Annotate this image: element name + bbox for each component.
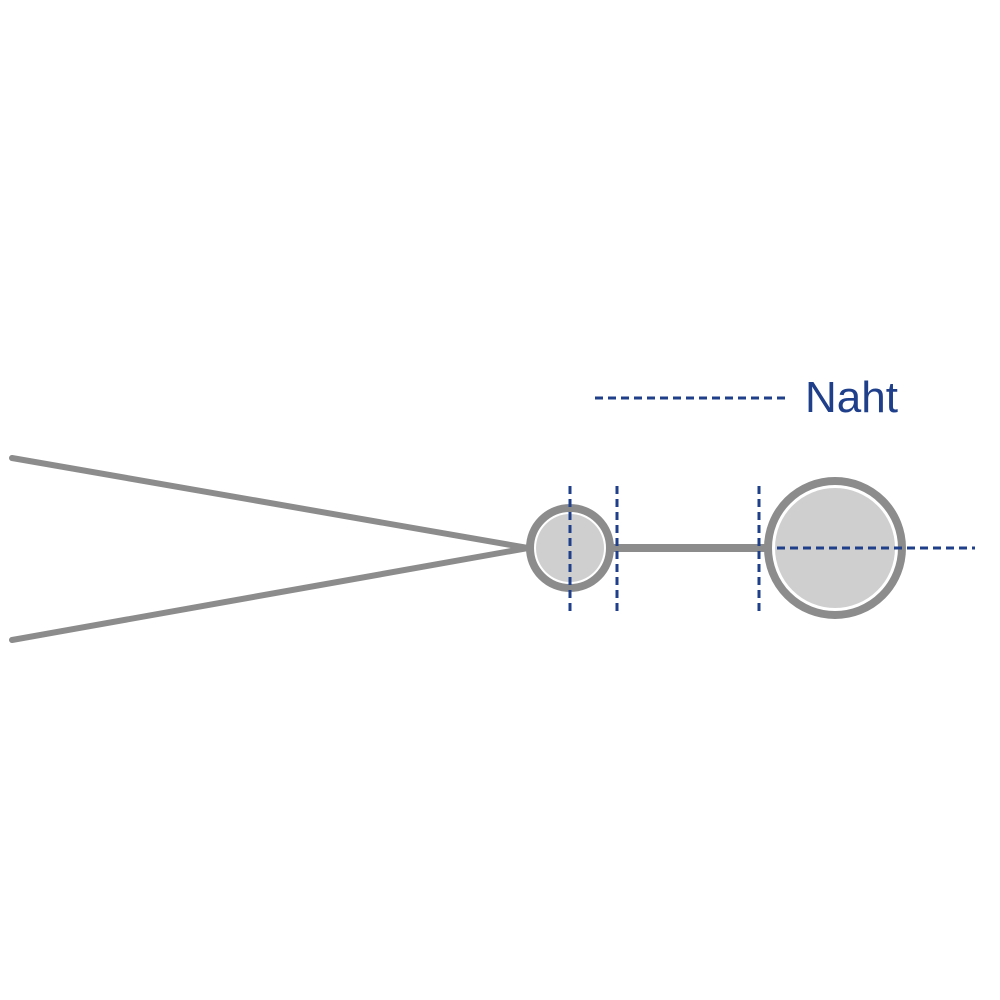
lower-leg-line xyxy=(9,545,531,643)
upper-leg-line xyxy=(9,455,531,551)
legend-label: Naht xyxy=(805,373,898,422)
small-circle xyxy=(526,504,614,592)
